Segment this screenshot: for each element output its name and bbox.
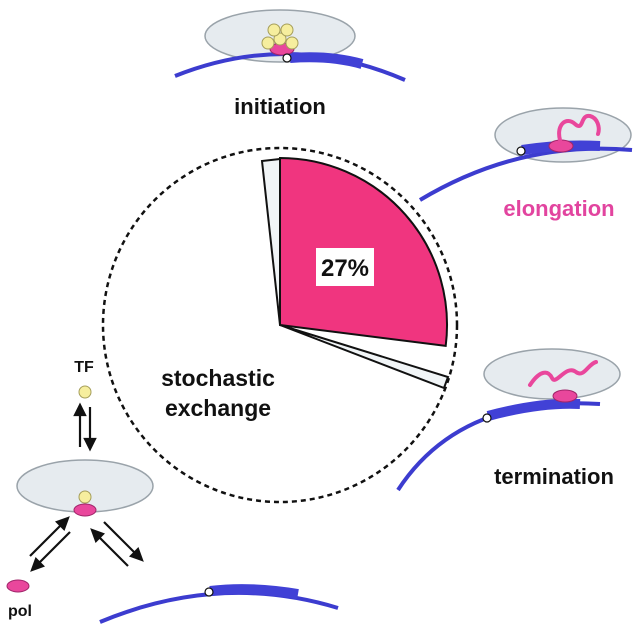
pie-outline-dashed [101,146,459,504]
elongation-pol-icon [548,139,574,153]
pie-sliver-top [260,157,281,326]
tf-icon [280,23,294,37]
elongation-oval [494,107,632,163]
promoter-marker [482,413,492,423]
termination-pol-icon [552,389,578,403]
initiation-complex [174,9,406,82]
tf-label: TF [74,359,94,376]
rna-transcript-icon [557,113,601,142]
pie-sliver-bottom [279,324,450,390]
tf-icon [273,32,287,46]
free-dna [99,584,339,624]
percent-label: 27% [321,255,369,282]
elongation-complex [418,107,633,202]
termination-label: termination [494,464,614,489]
promoter-marker [516,146,526,156]
termination-complex [396,348,621,492]
elongation-dna [418,146,633,202]
promoter-marker [282,53,292,63]
tf-binding-arrows [73,402,97,452]
exchange-label: exchange [165,395,271,421]
initiation-gene [289,52,364,69]
tf-icon [285,36,299,50]
tf-icon [261,36,275,50]
termination-gene [486,398,581,421]
pol-icon [73,503,97,517]
elongation-label: elongation [503,196,614,221]
percent-label-box [316,248,374,286]
free-dna-strand [99,590,339,624]
stochastic-label: stochastic [161,365,275,391]
initiation-label: initiation [234,94,326,119]
pol-label: pol [8,603,32,620]
free-tf-icon [78,385,92,399]
pie-chart: 27% [101,146,459,504]
pol-exchange-arrows [29,516,144,572]
tf-icon [267,23,281,37]
promoter-marker [204,587,214,597]
termination-oval [483,348,621,400]
free-dna-gene [209,584,299,599]
tf-icon [78,490,92,504]
free-complex [16,459,154,517]
free-pol-icon [6,579,30,593]
rna-transcript-icon [528,360,598,387]
